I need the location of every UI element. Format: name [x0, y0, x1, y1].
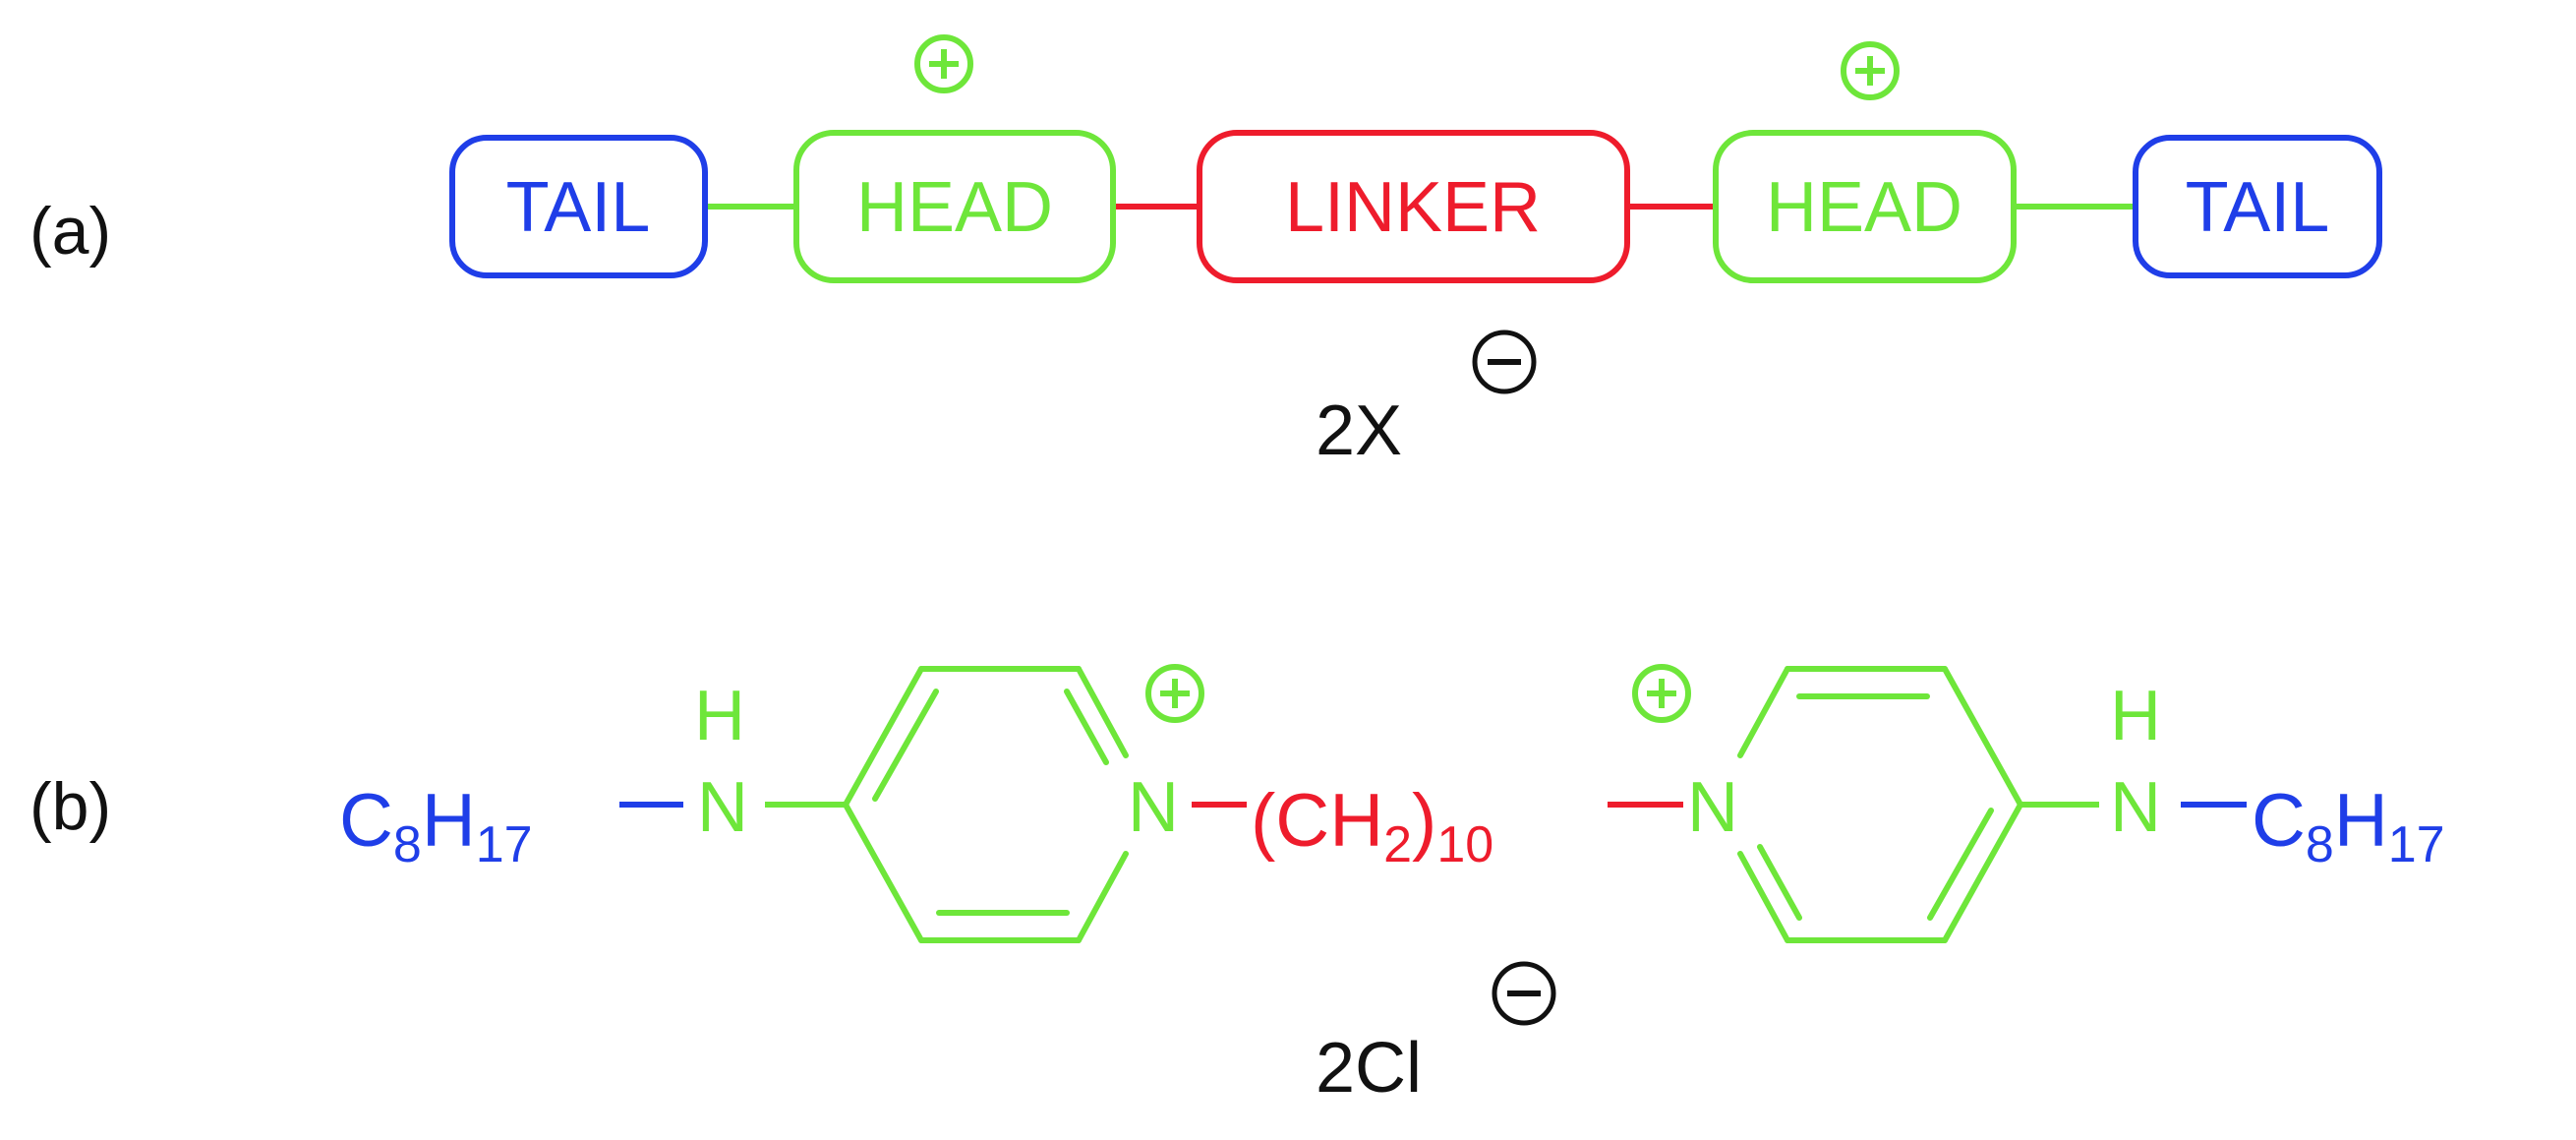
- head-box-left: HEAD: [793, 130, 1116, 283]
- head-label-right: HEAD: [1766, 168, 1962, 247]
- tail-formula-right: C8H17: [2252, 779, 2445, 873]
- linker-formula: (CH2)10: [1251, 779, 1493, 873]
- ring-nitrogen-right: N: [1687, 768, 1738, 847]
- negative-charge-icon: [1492, 961, 1556, 1026]
- tail-formula-left: C8H17: [339, 779, 533, 873]
- nh-hydrogen-right: H: [2110, 677, 2161, 755]
- panel-a-label: (a): [29, 194, 111, 269]
- panel-b-label: (b): [29, 769, 111, 844]
- tail-label-left: TAIL: [506, 168, 651, 247]
- tail-box-right: TAIL: [2133, 135, 2382, 278]
- head-label-left: HEAD: [856, 168, 1053, 247]
- counterion-a: 2X: [1316, 391, 1402, 470]
- positive-charge-icon: [1145, 664, 1204, 723]
- negative-charge-icon: [1472, 330, 1537, 394]
- linker-box: LINKER: [1197, 130, 1630, 283]
- nh-hydrogen-left: H: [694, 677, 745, 755]
- positive-charge-icon: [914, 34, 973, 93]
- pyridinium-ring-right: [1737, 666, 2023, 943]
- head-box-right: HEAD: [1713, 130, 2017, 283]
- counterion-b: 2Cl: [1316, 1029, 1422, 1108]
- tail-box-left: TAIL: [449, 135, 708, 278]
- nh-nitrogen-left: N: [697, 768, 748, 847]
- nh-nitrogen-right: N: [2110, 768, 2161, 847]
- positive-charge-icon: [1632, 664, 1691, 723]
- positive-charge-icon: [1841, 41, 1900, 100]
- pyridinium-ring-left: [843, 666, 1129, 943]
- linker-label: LINKER: [1285, 168, 1541, 247]
- ring-nitrogen-left: N: [1128, 768, 1179, 847]
- tail-label-right: TAIL: [2186, 168, 2330, 247]
